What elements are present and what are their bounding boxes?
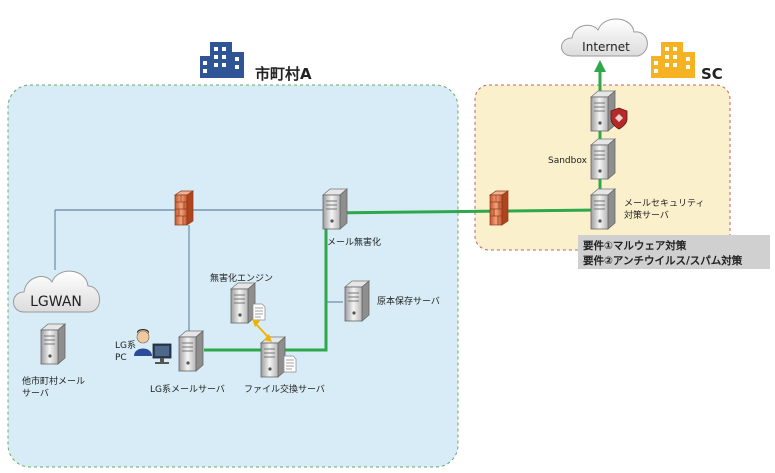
mail-security-label-1: メールセキュリティ xyxy=(624,198,704,209)
sc-building-icon xyxy=(651,42,695,78)
mail-sanitize-label: メール無害化 xyxy=(327,236,381,248)
document-icon xyxy=(252,303,266,321)
internet-cloud-icon xyxy=(561,18,648,57)
lg-pc-label-1: LG系 xyxy=(115,340,136,351)
sanitize-engine-server-icon xyxy=(230,282,256,324)
municipality-building-icon xyxy=(200,42,244,78)
firewall-icon xyxy=(174,190,194,226)
mail-security-label-2: 対策サーバ xyxy=(624,209,669,221)
firewall-icon xyxy=(489,190,509,226)
mail-security-server-icon xyxy=(590,188,616,230)
lgwan-label: LGWAN xyxy=(30,294,82,310)
municipality-title: 市町村A xyxy=(255,65,312,83)
other-mail-server-icon xyxy=(40,323,66,365)
other-mail-label-2: サーバ xyxy=(22,388,49,399)
path-arrowhead xyxy=(594,60,606,72)
sandbox-server-icon xyxy=(590,138,616,180)
municipality-zone xyxy=(7,84,459,468)
document-icon xyxy=(283,355,297,373)
other-mail-label-1: 他市町村メール xyxy=(22,375,85,387)
lg-pc-label-2: PC xyxy=(115,353,127,363)
pc-monitor-icon xyxy=(152,343,172,364)
lg-mail-server-icon xyxy=(178,330,204,372)
file-exchange-server-icon xyxy=(260,336,286,378)
exchange-arrow-icon xyxy=(252,319,272,342)
requirements-box xyxy=(578,235,770,269)
requirement-2: 要件②アンチウイルス/スパム対策 xyxy=(583,254,743,267)
file-exchange-label: ファイル交換サーバ xyxy=(244,383,325,395)
mail-sanitize-server-icon xyxy=(322,188,348,230)
shield-icon xyxy=(610,107,628,130)
internet-label: Internet xyxy=(582,40,630,54)
requirement-1: 要件①マルウェア対策 xyxy=(583,239,687,252)
original-storage-server-icon xyxy=(344,280,370,322)
sandbox-label: Sandbox xyxy=(548,156,588,166)
original-storage-label: 原本保存サーバ xyxy=(377,295,440,307)
sanitize-engine-label: 無害化エンジン xyxy=(210,272,273,284)
sc-title: SC xyxy=(701,65,723,83)
lgwan-cloud-icon xyxy=(13,270,100,313)
user-icon xyxy=(134,329,152,356)
lg-mail-server-label: LG系メールサーバ xyxy=(150,384,225,395)
